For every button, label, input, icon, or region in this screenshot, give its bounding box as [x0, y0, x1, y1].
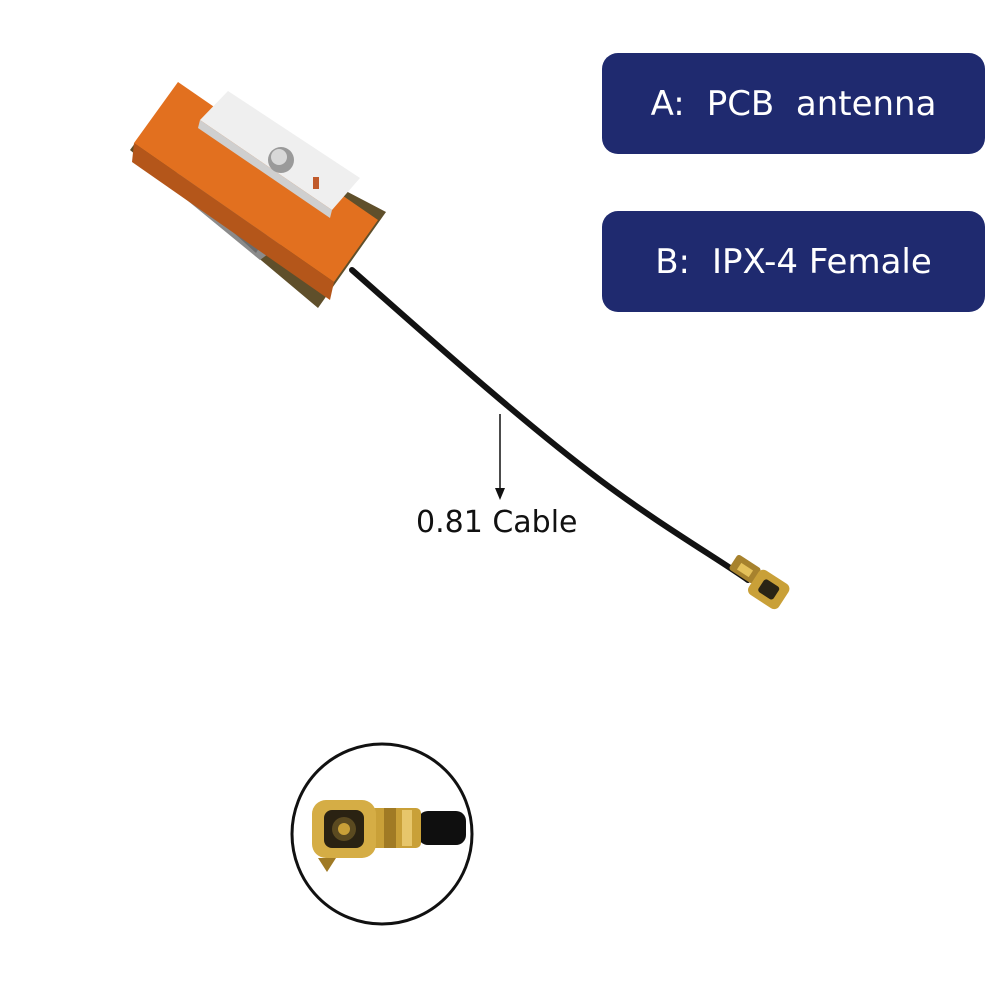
connector-zoom-icon	[290, 742, 474, 926]
label-a-prefix: A:	[650, 83, 685, 124]
label-b-prefix: B:	[655, 241, 690, 282]
label-ipx4-female: B: IPX-4 Female	[602, 211, 985, 312]
cable	[349, 267, 751, 583]
arrow-down-icon	[495, 414, 505, 500]
ipx-connector-icon	[729, 554, 790, 610]
label-a-text: PCB antenna	[706, 83, 937, 124]
cable-label: 0.81 Cable	[416, 505, 578, 540]
pcb-antenna-icon	[130, 82, 386, 308]
label-b-text: IPX-4 Female	[712, 241, 932, 282]
label-pcb-antenna: A: PCB antenna	[602, 53, 985, 154]
